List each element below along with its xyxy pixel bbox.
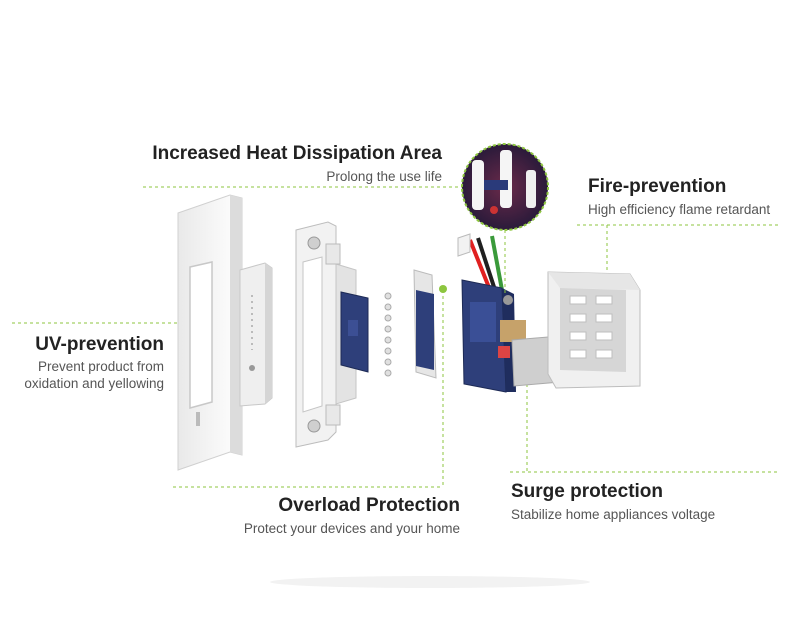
uv-callout: UV-prevention Prevent product from oxida… [8,334,164,392]
surge-desc: Stabilize home appliances voltage [511,507,716,522]
overload-desc: Protect your devices and your home [243,521,460,536]
mid-pcb [413,269,437,379]
surge-title: Surge protection [511,481,664,502]
overload-callout: Overload Protection Protect your devices… [200,495,460,537]
back-box [547,271,641,389]
uv-desc-line1: Prevent product from [37,359,164,374]
fire-desc: High efficiency flame retardant [588,202,771,217]
ground-shadow [270,576,590,588]
heat-desc: Prolong the use life [326,169,442,184]
uv-desc-line2: oxidation and yellowing [24,376,164,391]
fire-title: Fire-prevention [588,176,727,197]
zoom-inset [461,143,549,231]
small-pcb [340,291,369,373]
main-module [457,233,526,393]
rocker-paddle [239,262,273,407]
leader-lines [12,186,778,488]
heat-title: Increased Heat Dissipation Area [152,143,442,164]
overload-title: Overload Protection [278,495,460,516]
wall-plate [177,194,243,471]
uv-title: UV-prevention [35,334,164,355]
heat-callout: Increased Heat Dissipation Area Prolong … [140,143,442,185]
overload-dot [439,285,447,293]
contact-strip [384,292,392,377]
fire-callout: Fire-prevention High efficiency flame re… [588,176,770,218]
surge-callout: Surge protection Stabilize home applianc… [511,481,715,523]
